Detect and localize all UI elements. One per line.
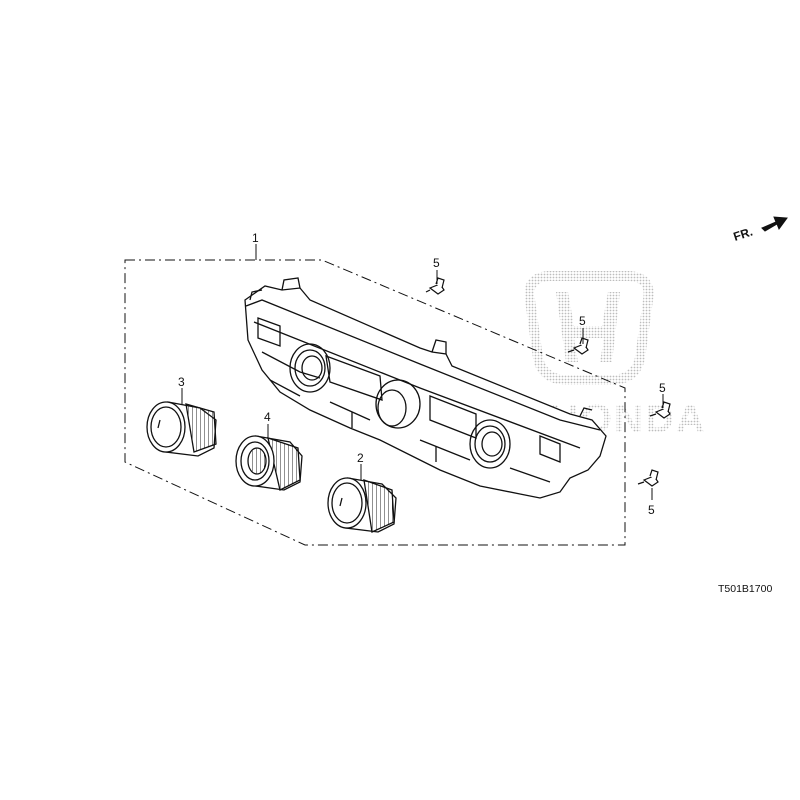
climate-control-panel — [244, 277, 607, 499]
diagram-part-code: T501B1700 — [718, 583, 772, 595]
callout-screw-bottom: 5 — [648, 503, 655, 517]
callout-panel: 1 — [252, 231, 259, 245]
callout-screw-panel: 5 — [579, 314, 586, 328]
assembly-outline — [124, 259, 626, 546]
knob-4 — [235, 435, 303, 491]
front-label: FR. — [732, 225, 755, 244]
callout-knob-center: 4 — [264, 410, 271, 424]
leader-lines — [181, 244, 664, 500]
knob-3 — [146, 401, 217, 457]
screw-bottom — [637, 469, 659, 487]
front-arrow-icon — [761, 216, 788, 232]
screw-top — [425, 277, 445, 295]
front-direction-indicator: FR. — [732, 216, 788, 244]
screw-panel — [567, 337, 589, 355]
callout-screw-right: 5 — [659, 381, 666, 395]
callout-knob-right: 2 — [357, 451, 364, 465]
knob-2 — [327, 477, 397, 533]
callout-knob-left: 3 — [178, 375, 185, 389]
callout-screw-top: 5 — [433, 256, 440, 270]
